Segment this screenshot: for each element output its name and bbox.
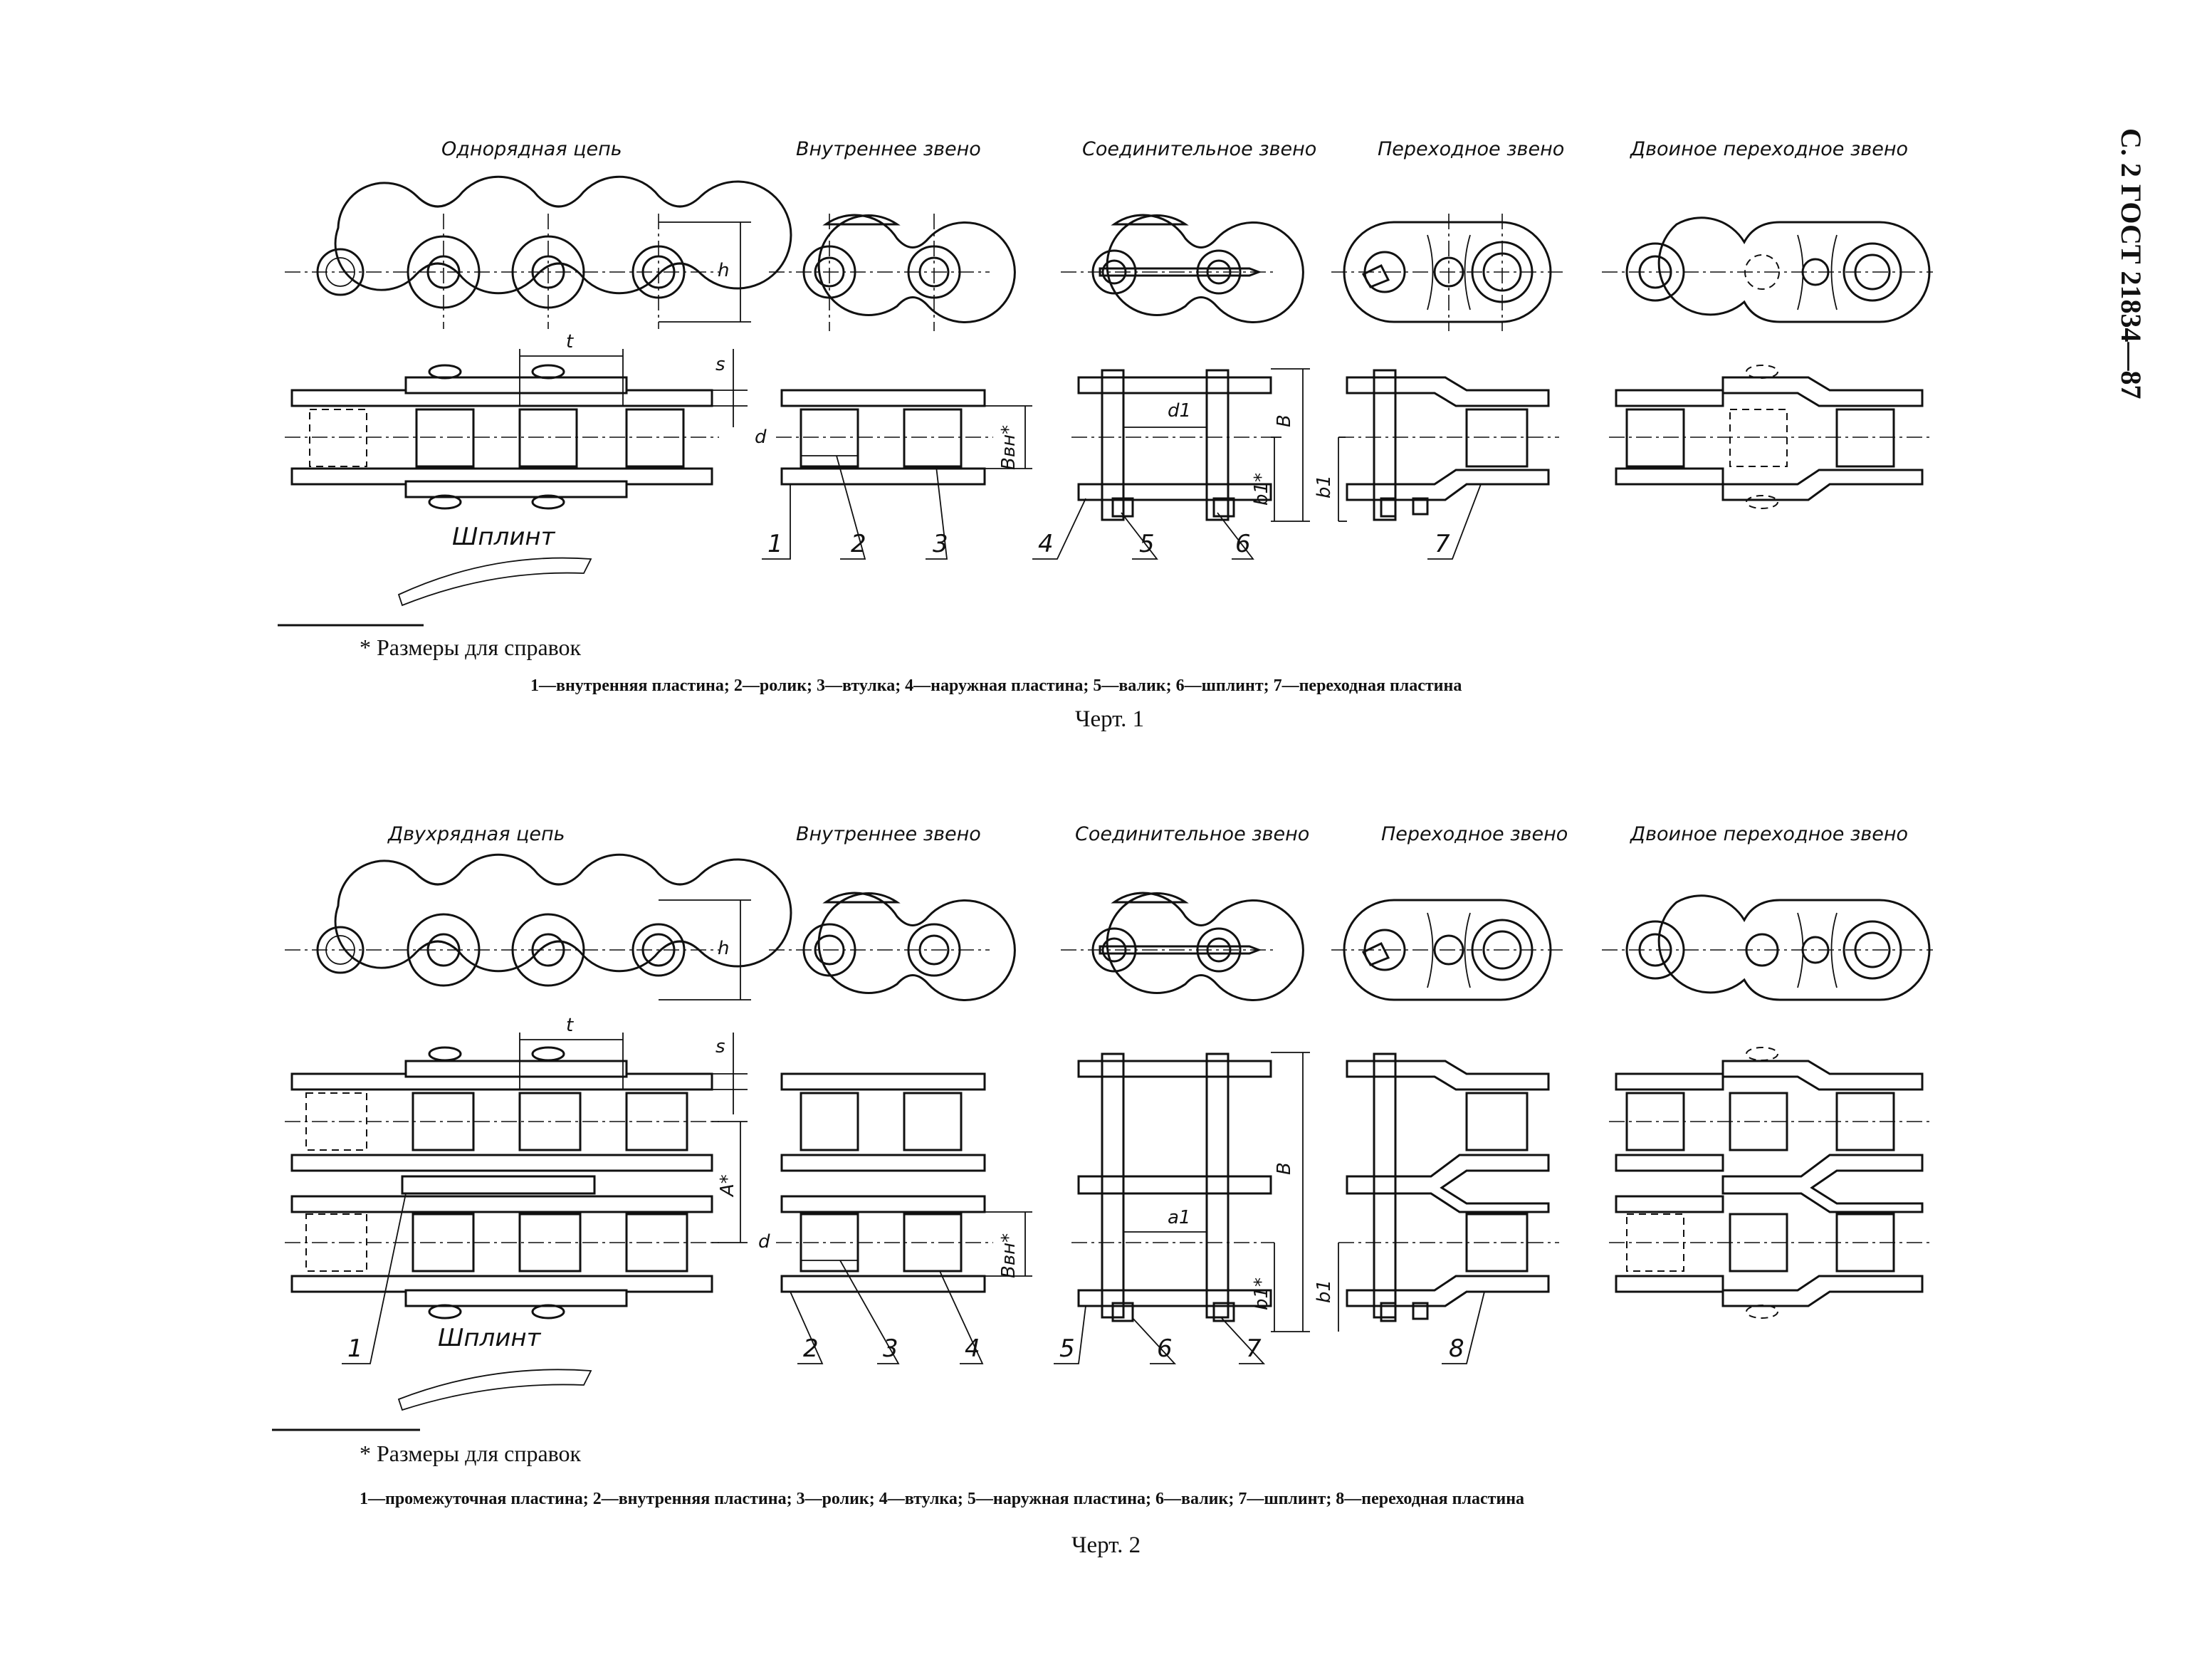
double-transition-link-plan-view: [1602, 216, 1933, 323]
connecting-link-plan-view: [1061, 214, 1304, 323]
label-cotter-1: Шплинт: [452, 523, 556, 551]
dim-h-2: h: [718, 938, 729, 959]
dim-s-2: s: [716, 1036, 725, 1057]
dim-b1a-2: b1*: [1251, 1277, 1272, 1310]
title-double-chain: Двухрядная цепь: [387, 823, 565, 845]
callout-2-2: 2: [803, 1334, 819, 1363]
footnote-2: * Размеры для справок: [360, 1441, 582, 1466]
title-inner-link-text: Внутреннее звено: [796, 138, 981, 160]
legend-1: 1—внутренняя пластина; 2—ролик; 3—втулка…: [530, 676, 1462, 695]
callout-7: 7: [1435, 530, 1450, 558]
dim-h: h: [718, 260, 729, 281]
double-transition-link-2-plan-view: [1602, 894, 1933, 1001]
callout-2-7: 7: [1246, 1334, 1262, 1363]
title-transition-link: Переходное звено: [1378, 138, 1564, 160]
title-transition-link-2: Переходное звено: [1381, 823, 1568, 845]
inner-link-2-side-view: d Bвн* 2 3 4: [758, 1072, 1032, 1364]
connecting-link-2-plan-view: [1061, 892, 1304, 1001]
dim-b1a-1: b1*: [1251, 473, 1272, 506]
title-inner-link: Внутреннее звено: [796, 138, 981, 160]
double-chain-side-view: t s A* Шплинт 1: [285, 1015, 748, 1411]
dim-a1: a1: [1168, 1207, 1190, 1228]
callout-2-5: 5: [1059, 1334, 1075, 1363]
double-transition-link-2-side-view: [1609, 1047, 1933, 1319]
caption-1: Черт. 1: [1075, 706, 1144, 732]
label-cotter-2: Шплинт: [438, 1324, 542, 1352]
dim-B-2: B: [1274, 1162, 1295, 1175]
dim-s: s: [716, 354, 725, 375]
double-transition-link-side-view: [1609, 365, 1933, 509]
caption-2: Черт. 2: [1071, 1532, 1141, 1558]
callout-6: 6: [1235, 530, 1251, 558]
drawing-2: Двухрядная цепь Внутреннее звено Соедини…: [272, 823, 1933, 1558]
legend-2: 1—промежуточная пластина; 2—внутренняя п…: [360, 1490, 1524, 1508]
dim-b1b-1: b1: [1314, 475, 1335, 498]
title-connecting-link: Соединительное звено: [1082, 138, 1316, 160]
page-header: С. 2 ГОСТ 21834—87: [2115, 128, 2147, 399]
callout-1: 1: [767, 530, 783, 558]
inner-link-side-view: d Bвн* 1 2 3: [755, 389, 1032, 560]
callout-2-6: 6: [1157, 1334, 1173, 1363]
callout-2-1: 1: [347, 1334, 363, 1363]
inner-link-plan-view: [769, 214, 1016, 331]
callout-5: 5: [1139, 530, 1155, 558]
title-single-chain: Однорядная цепь: [441, 138, 622, 160]
title-double-transition-link-2: Двоиное переходное звено: [1630, 823, 1908, 845]
dim-A: A*: [717, 1174, 738, 1198]
callout-4: 4: [1038, 530, 1054, 558]
title-connecting-link-2: Соединительное звено: [1075, 823, 1309, 845]
double-chain-plan-view: h: [285, 853, 792, 1000]
transition-link-side-view: b1 7: [1314, 369, 1559, 560]
dim-d1: d1: [1168, 400, 1191, 422]
title-double-transition-link: Двоиное переходное звено: [1630, 138, 1908, 160]
transition-link-plan-view: [1331, 214, 1563, 331]
dim-t: t: [566, 331, 574, 352]
transition-link-2-plan-view: [1331, 899, 1563, 1001]
dim-B-1: B: [1274, 414, 1295, 427]
dim-b1b-2: b1: [1314, 1280, 1335, 1303]
dim-d: d: [755, 427, 767, 448]
dim-t-2: t: [566, 1015, 574, 1036]
dim-d-2: d: [758, 1231, 770, 1253]
connecting-link-side-view: d1 B b1* 4 5 6: [1032, 368, 1310, 560]
drawing-1: Однорядная цепь Внутреннее звено Соедини…: [278, 138, 1933, 732]
inner-link-2-plan-view: [769, 892, 1016, 1001]
dim-bvn: Bвн*: [998, 425, 1019, 470]
footnote-1: * Размеры для справок: [360, 634, 582, 660]
single-chain-side-view: t s Шплинт: [285, 331, 748, 607]
transition-link-2-side-view: b1 8: [1314, 1052, 1559, 1364]
single-chain-plan-view: h: [285, 175, 792, 329]
dim-bvn-2: Bвн*: [998, 1233, 1019, 1278]
title-inner-link-2: Внутреннее звено: [796, 823, 981, 845]
callout-2-8: 8: [1449, 1334, 1464, 1363]
connecting-link-2-side-view: a1 B b1* 5 6 7: [1054, 1052, 1310, 1364]
callout-2-4: 4: [965, 1334, 980, 1363]
